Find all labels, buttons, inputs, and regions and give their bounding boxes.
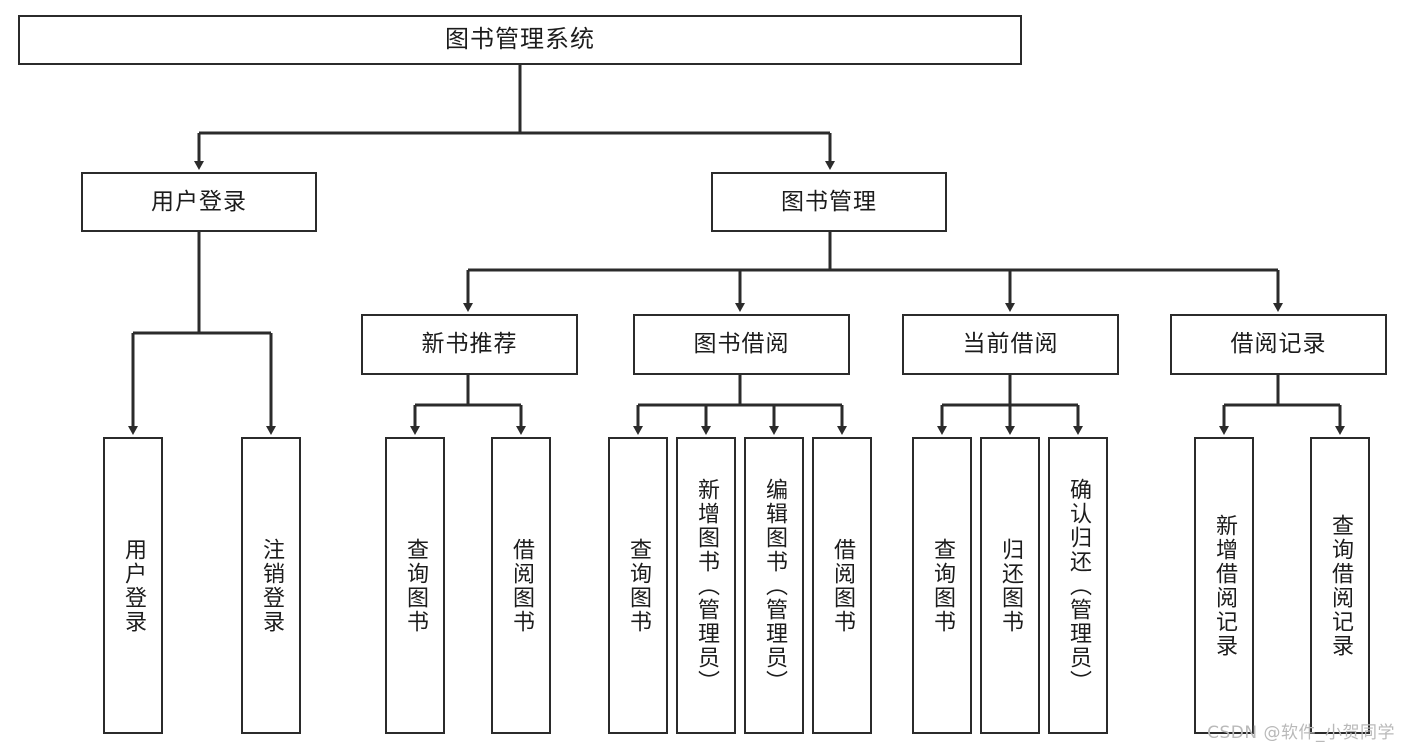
leaf-label: 归还图书: [997, 537, 1023, 634]
leaf-label: 新增借阅记录: [1211, 513, 1237, 658]
node-book-borrow[interactable]: 图书借阅: [633, 314, 850, 375]
node-root[interactable]: 图书管理系统: [18, 15, 1022, 65]
leaf-label: 新增图书（管理员）: [693, 477, 719, 694]
leaf-new-book-borrow[interactable]: 借阅图书: [491, 437, 551, 734]
leaf-borrow-query-book[interactable]: 查询图书: [608, 437, 668, 734]
node-borrow-record[interactable]: 借阅记录: [1170, 314, 1387, 375]
leaf-user-login-signin[interactable]: 用户登录: [103, 437, 163, 734]
leaf-label: 编辑图书（管理员）: [761, 477, 787, 694]
leaf-label: 查询图书: [929, 537, 955, 634]
csdn-watermark: CSDN @软件_小贺同学: [1207, 723, 1395, 743]
leaf-label: 查询图书: [625, 537, 651, 634]
leaf-label: 查询借阅记录: [1327, 513, 1353, 658]
leaf-label: 查询图书: [402, 537, 428, 634]
leaf-new-book-query[interactable]: 查询图书: [385, 437, 445, 734]
leaf-label: 注销登录: [258, 537, 284, 634]
leaf-label: 借阅图书: [829, 537, 855, 634]
leaf-borrow-borrow-book[interactable]: 借阅图书: [812, 437, 872, 734]
leaf-borrow-add-book-admin[interactable]: 新增图书（管理员）: [676, 437, 736, 734]
leaf-label: 确认归还（管理员）: [1065, 477, 1091, 694]
leaf-record-add-record[interactable]: 新增借阅记录: [1194, 437, 1254, 734]
leaf-label: 借阅图书: [508, 537, 534, 634]
node-user-login[interactable]: 用户登录: [81, 172, 317, 232]
leaf-record-query-record[interactable]: 查询借阅记录: [1310, 437, 1370, 734]
leaf-borrow-edit-book-admin[interactable]: 编辑图书（管理员）: [744, 437, 804, 734]
leaf-current-return-book[interactable]: 归还图书: [980, 437, 1040, 734]
leaf-user-login-signout[interactable]: 注销登录: [241, 437, 301, 734]
node-current-borrow[interactable]: 当前借阅: [902, 314, 1119, 375]
node-book-management[interactable]: 图书管理: [711, 172, 947, 232]
leaf-current-query-book[interactable]: 查询图书: [912, 437, 972, 734]
leaf-label: 用户登录: [120, 537, 146, 634]
leaf-current-confirm-return-admin[interactable]: 确认归还（管理员）: [1048, 437, 1108, 734]
node-new-book-recommend[interactable]: 新书推荐: [361, 314, 578, 375]
